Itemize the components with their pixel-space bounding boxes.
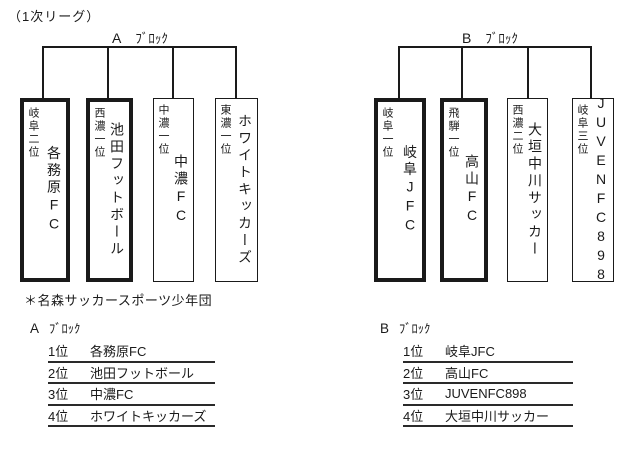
rank-cell: 1位 — [403, 344, 424, 360]
team-box-b3: 西濃二位 大垣中川サッカー — [507, 98, 548, 282]
standings-row: 3位 中濃FC — [48, 384, 215, 406]
team-name: JUVENFC898 — [593, 95, 609, 285]
team-name: 岐阜JFC — [402, 144, 418, 236]
bracket-a-top-line — [43, 46, 236, 48]
team-box-a4: 東濃一位 ホワイトキッカーズ — [215, 98, 258, 282]
rank-cell: 4位 — [48, 408, 69, 424]
team-box-a3: 中濃一位 中濃FC — [153, 98, 194, 282]
team-qualifier: 岐阜一位 — [381, 107, 393, 159]
standings-row: 1位 岐阜JFC — [403, 341, 573, 363]
standings-a-table: 1位 各務原FC 2位 池田フットボール 3位 中濃FC 4位 ホワイトキッカー… — [48, 341, 215, 427]
team-qualifier: 岐阜二位 — [27, 107, 39, 159]
bracket-b-connector-1 — [398, 46, 400, 98]
bracket-b-connector-4 — [590, 46, 592, 98]
team-cell: 中濃FC — [90, 387, 134, 403]
bracket-b-top-line — [398, 46, 592, 48]
standings-row: 3位 JUVENFC898 — [403, 384, 573, 406]
block-b-kana: ﾌﾞﾛｯｸ — [485, 31, 518, 46]
rank-cell: 2位 — [48, 365, 69, 381]
team-box-a2: 西濃一位 池田フットボール — [86, 98, 133, 282]
team-name: 池田フットボール — [109, 122, 125, 258]
block-a-label: A ﾌﾞﾛｯｸ — [112, 28, 168, 47]
team-box-b4: 岐阜三位 JUVENFC898 — [572, 95, 614, 285]
team-cell: ホワイトキッカーズ — [90, 408, 207, 424]
rank-cell: 4位 — [403, 408, 424, 424]
standings-a-label: A ﾌﾞﾛｯｸ — [30, 318, 80, 337]
team-qualifier: 岐阜三位 — [576, 104, 588, 156]
team-name: 中濃FC — [173, 154, 189, 226]
team-name: 各務原FC — [46, 145, 62, 235]
team-name: 大垣中川サッカー — [527, 122, 543, 258]
standings-a-letter: A — [30, 321, 40, 336]
block-a-letter: A — [112, 30, 122, 46]
standings-row: 2位 池田フットボール — [48, 363, 215, 384]
team-box-b1: 岐阜一位 岐阜JFC — [374, 98, 426, 282]
team-qualifier: 西濃一位 — [93, 107, 105, 159]
standings-b-kana: ﾌﾞﾛｯｸ — [399, 322, 431, 336]
rank-cell: 3位 — [403, 387, 424, 403]
block-a-kana: ﾌﾞﾛｯｸ — [135, 31, 168, 46]
team-name: 高山FC — [464, 154, 480, 226]
bracket-b-connector-3 — [527, 46, 529, 98]
team-qualifier: 東濃一位 — [219, 104, 231, 156]
team-cell: 各務原FC — [90, 344, 147, 360]
standings-row: 4位 ホワイトキッカーズ — [48, 406, 215, 427]
block-b-label: B ﾌﾞﾛｯｸ — [462, 28, 518, 47]
page-title: （1次リーグ） — [8, 9, 101, 24]
team-qualifier: 飛騨一位 — [447, 107, 459, 159]
team-name: ホワイトキッカーズ — [237, 113, 253, 267]
footnote: ＊名森サッカースポーツ少年団 — [24, 293, 213, 308]
bracket-a-connector-4 — [235, 46, 237, 98]
team-cell: 岐阜JFC — [445, 344, 495, 360]
bracket-a-connector-1 — [42, 46, 44, 98]
standings-row: 2位 高山FC — [403, 363, 573, 384]
block-b-letter: B — [462, 30, 472, 46]
rank-cell: 1位 — [48, 344, 69, 360]
bracket-a-connector-2 — [107, 46, 109, 98]
rank-cell: 2位 — [403, 365, 424, 381]
standings-row: 1位 各務原FC — [48, 341, 215, 363]
team-qualifier: 西濃二位 — [511, 104, 523, 156]
standings-b-label: B ﾌﾞﾛｯｸ — [380, 318, 430, 337]
team-cell: 高山FC — [445, 365, 489, 381]
team-cell: JUVENFC898 — [445, 386, 527, 402]
team-box-b2: 飛騨一位 高山FC — [440, 98, 488, 282]
team-cell: 大垣中川サッカー — [445, 408, 550, 424]
team-box-a1: 岐阜二位 各務原FC — [20, 98, 70, 282]
standings-row: 4位 大垣中川サッカー — [403, 406, 573, 427]
team-qualifier: 中濃一位 — [157, 104, 169, 156]
rank-cell: 3位 — [48, 387, 69, 403]
standings-b-letter: B — [380, 321, 390, 336]
standings-b-table: 1位 岐阜JFC 2位 高山FC 3位 JUVENFC898 4位 大垣中川サッ… — [403, 341, 573, 427]
bracket-b-connector-2 — [461, 46, 463, 98]
team-cell: 池田フットボール — [90, 365, 195, 381]
bracket-a-connector-3 — [172, 46, 174, 98]
standings-a-kana: ﾌﾞﾛｯｸ — [49, 322, 81, 336]
